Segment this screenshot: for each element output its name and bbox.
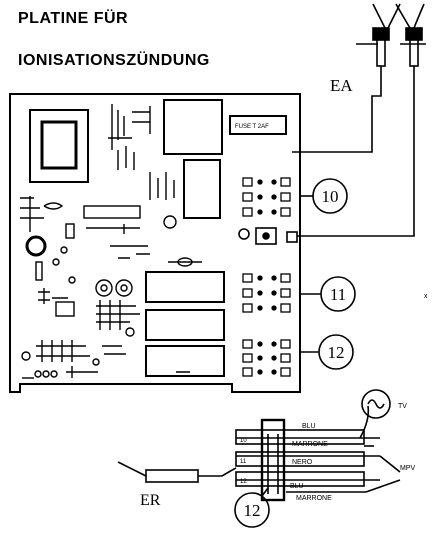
side-x-label: x <box>424 293 428 300</box>
callout-10 <box>300 178 348 214</box>
relay-row <box>145 271 225 377</box>
callout-11 <box>300 276 356 312</box>
wire-marrone-2-label: MARRONE <box>296 495 332 502</box>
transformer <box>29 109 89 183</box>
wire-nero-label: NERO <box>292 459 313 466</box>
fuse-label: FUSE T 2AF <box>235 124 269 130</box>
term-12-label: 12 <box>240 479 247 485</box>
side-mpv-label: MPV <box>400 465 416 472</box>
callout-11-text: 11 <box>330 285 346 304</box>
callout-12-top-text: 12 <box>328 343 345 362</box>
er-electrode <box>117 461 237 483</box>
pcb-board <box>9 93 301 393</box>
label-er: ER <box>140 492 161 509</box>
callout-12-bottom <box>234 487 270 528</box>
terminal-group-10 <box>242 177 291 217</box>
ac-source-icon <box>361 389 391 419</box>
connector-icon <box>238 227 298 245</box>
label-ea: EA <box>330 76 353 95</box>
terminal-group-11 <box>242 273 291 313</box>
wire-marrone-1-label: MARRONE <box>292 441 328 448</box>
wire-blu-2-label: BLU <box>290 483 304 490</box>
connector-12-detail <box>235 405 401 502</box>
terminal-group-12 <box>242 339 291 377</box>
side-tv-label: TV <box>398 403 407 410</box>
callout-12-bottom-text: 12 <box>244 501 261 520</box>
callout-10-text: 10 <box>322 187 339 206</box>
electrode-icon <box>292 3 426 237</box>
relay-block <box>163 99 287 219</box>
pcb-components <box>20 104 210 379</box>
wire-blu-label: BLU <box>302 423 316 430</box>
term-11-label: 11 <box>240 459 247 465</box>
callout-12-top <box>300 334 354 370</box>
title-line-2: IONISATIONSZÜNDUNG <box>18 52 210 69</box>
title-line-1: PLATINE FÜR <box>18 10 129 27</box>
term-10-label: 10 <box>240 438 247 444</box>
